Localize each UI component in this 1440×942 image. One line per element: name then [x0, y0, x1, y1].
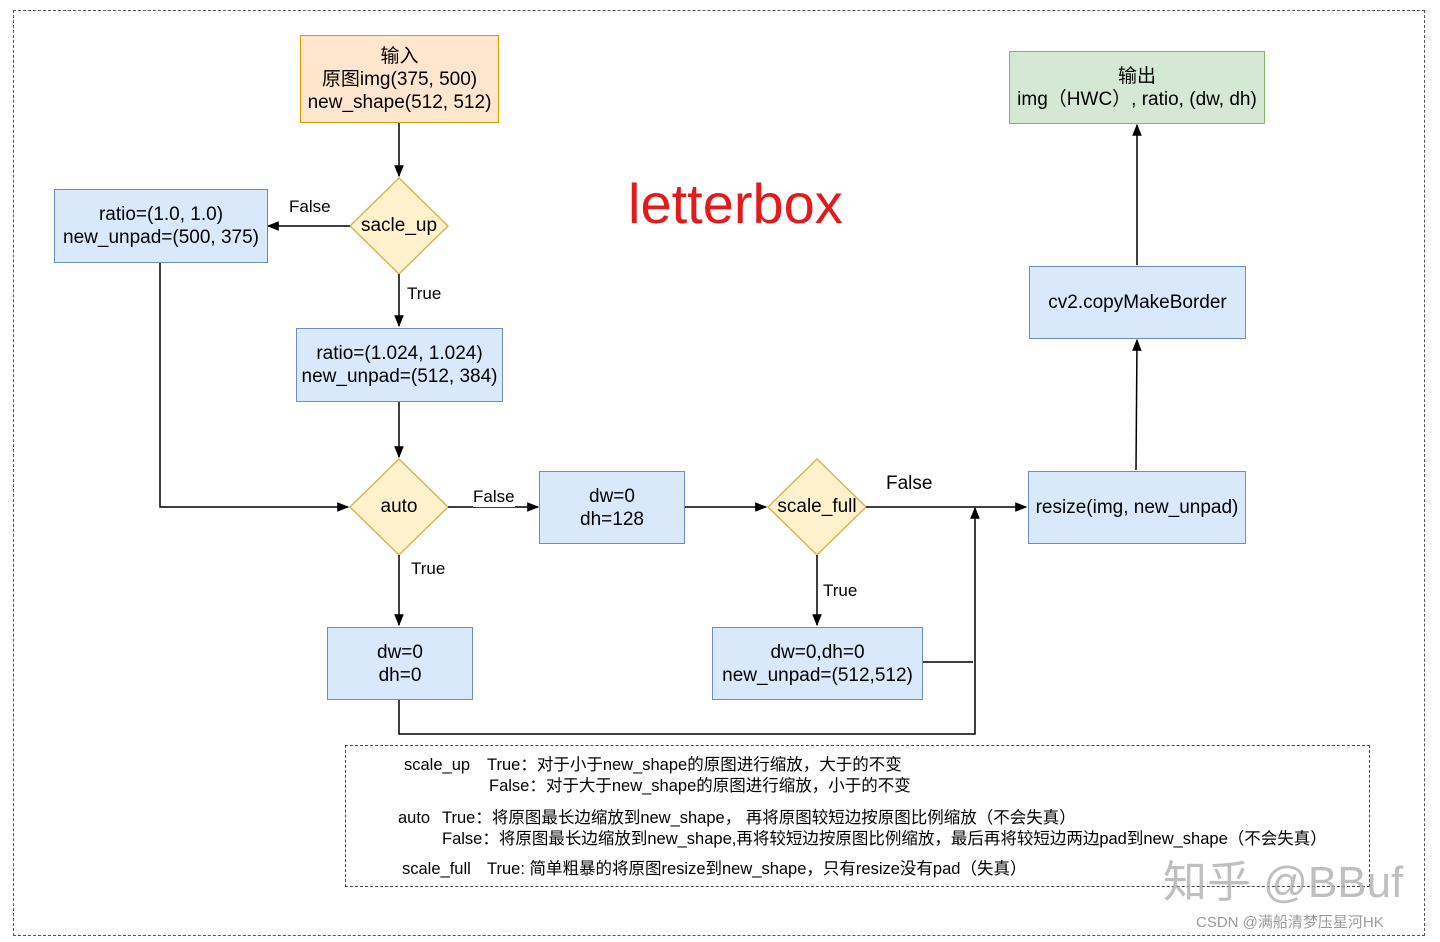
note-auto-true: True：将原图最长边缩放到new_shape， 再将原图较短边按原图比例缩放（…	[442, 809, 1076, 827]
auto-false-dw: dw=0	[589, 485, 635, 507]
edge-label-scaleup-true: True	[407, 284, 442, 304]
edge-label-auto-true: True	[411, 559, 446, 579]
note-auto-false: False：将原图最长边缩放到new_shape,再将较短边按原图比例缩放，最后…	[442, 830, 1327, 848]
note-auto-key: auto	[398, 809, 431, 827]
ratio-true-box: ratio=(1.024, 1.024) new_unpad=(512, 384…	[296, 328, 503, 402]
ratio-false-ratio: ratio=(1.0, 1.0)	[98, 204, 224, 225]
output-box: 输出 img（HWC）, ratio, (dw, dh)	[1009, 51, 1265, 124]
note-scale-up-false: False：对于大于new_shape的原图进行缩放，小于的不变	[489, 777, 911, 795]
auto-true-box: dw=0 dh=0	[327, 627, 473, 700]
copy-make-border-label: cv2.copyMakeBorder	[1048, 292, 1227, 313]
edge-label-full-false: False	[886, 473, 933, 494]
output-values: img（HWC）, ratio, (dw, dh)	[1017, 88, 1257, 110]
resize-box: resize(img, new_unpad)	[1028, 471, 1246, 544]
zhihu-watermark: 知乎 @BBuf	[1163, 858, 1404, 907]
decision-auto-label: auto	[380, 496, 418, 517]
diagram-title: letterbox	[628, 172, 843, 235]
notes-box: scale_up True：对于小于new_shape的原图进行缩放，大于的不变…	[345, 745, 1370, 887]
ratio-false-unpad: new_unpad=(500, 375)	[63, 227, 259, 248]
note-scale-up-key: scale_up	[404, 756, 471, 774]
ratio-false-box: ratio=(1.0, 1.0) new_unpad=(500, 375)	[54, 189, 268, 263]
edge-label-full-true: True	[823, 581, 858, 601]
edge-ratiofalse-to-auto	[159, 262, 350, 512]
decision-scale-up-label: sacle_up	[360, 215, 438, 236]
auto-true-dh: dh=0	[378, 664, 422, 686]
ratio-true-unpad: new_unpad=(512, 384)	[301, 366, 498, 387]
edge-resize-to-border	[1132, 338, 1142, 471]
edge-dh0-to-resize	[398, 506, 980, 735]
auto-true-dw: dw=0	[377, 641, 423, 663]
output-title: 输出	[1117, 65, 1156, 87]
input-shape: new_shape(512, 512)	[307, 91, 492, 113]
input-box: 输入 原图img(375, 500) new_shape(512, 512)	[300, 35, 499, 123]
edge-label-auto-false: False	[473, 487, 515, 507]
decision-scale-full-label: scale_full	[777, 496, 857, 517]
full-true-unpad: new_unpad=(512,512)	[722, 664, 913, 686]
edge-label-scaleup-false: False	[289, 197, 331, 217]
full-true-box: dw=0,dh=0 new_unpad=(512,512)	[712, 627, 923, 700]
csdn-watermark: CSDN @满船清梦压星河HK	[1196, 914, 1384, 931]
resize-label: resize(img, new_unpad)	[1035, 497, 1239, 518]
ratio-true-ratio: ratio=(1.024, 1.024)	[316, 343, 483, 364]
copy-make-border-box: cv2.copyMakeBorder	[1029, 266, 1246, 339]
diagram-frame	[13, 10, 1425, 936]
full-true-dwdh: dw=0,dh=0	[770, 641, 865, 663]
input-title: 输入	[380, 45, 419, 67]
auto-false-box: dw=0 dh=128	[539, 471, 685, 544]
auto-false-dh: dh=128	[580, 508, 644, 530]
input-image: 原图img(375, 500)	[321, 68, 478, 90]
note-scale-full-key: scale_full	[402, 860, 471, 878]
note-scale-up-true: True：对于小于new_shape的原图进行缩放，大于的不变	[487, 756, 902, 774]
note-scale-full-true: True: 简单粗暴的将原图resize到new_shape，只有resize没…	[487, 860, 1027, 878]
